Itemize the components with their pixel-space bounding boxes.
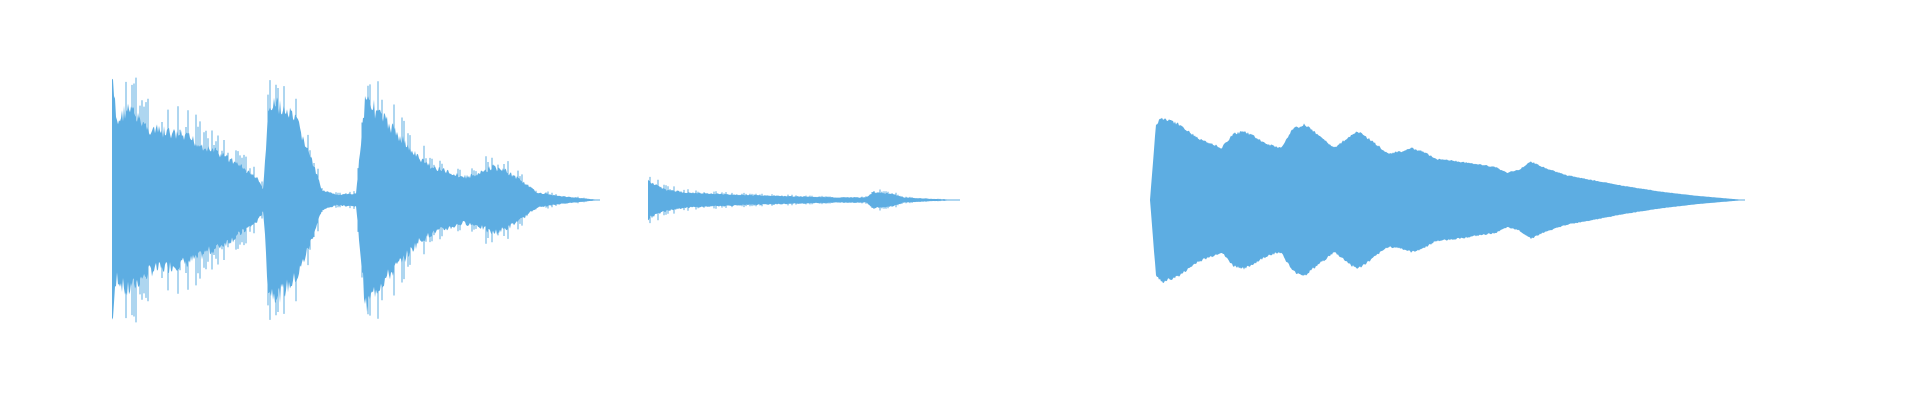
- segment-1-group: [112, 77, 600, 323]
- segment-1-envelope: [112, 78, 600, 320]
- segment-3-group: [1150, 117, 1745, 284]
- segment-2-group: [648, 176, 960, 224]
